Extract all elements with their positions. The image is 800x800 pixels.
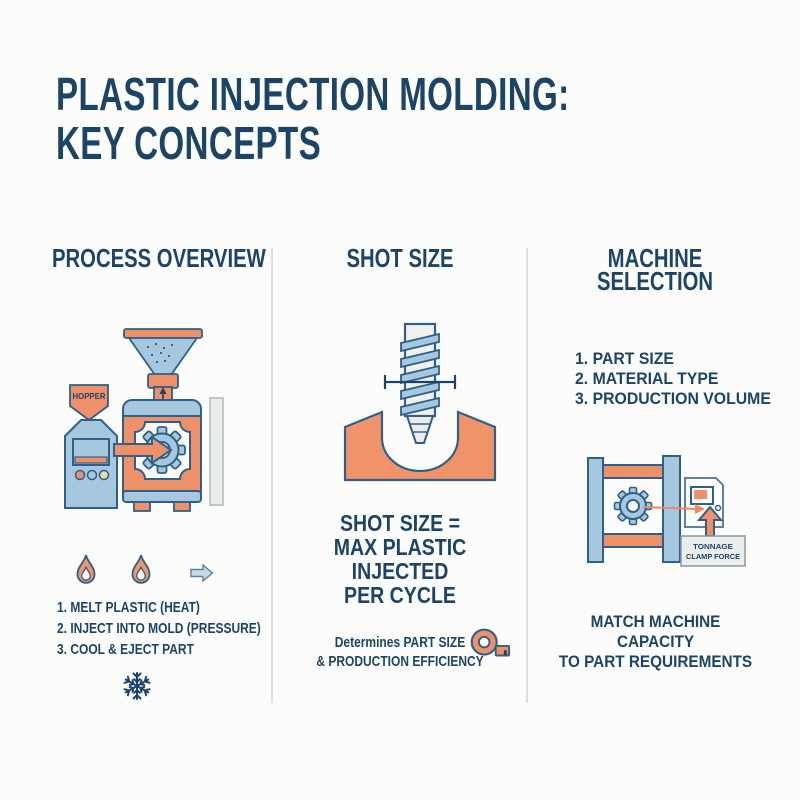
process-steps-list: 1. MELT PLASTIC (HEAT) 2. INJECT INTO MO…	[57, 597, 261, 660]
tape-measure-icon	[470, 628, 511, 657]
button-blue	[86, 469, 98, 481]
footer-line: TO PART REQUIREMENTS	[558, 652, 753, 671]
process-step: 1. MELT PLASTIC (HEAT)	[57, 599, 200, 616]
title-line2: KEY CONCEPTS	[56, 117, 322, 169]
mold-cavity	[343, 410, 497, 482]
snowflake-icon	[122, 672, 152, 700]
tonnage-label-line2: CLAMP FORCE	[686, 552, 740, 561]
flame-icon	[76, 554, 96, 584]
machine-selection-header: MACHINE SELECTION	[573, 243, 737, 296]
machine-foot	[173, 501, 191, 512]
panel-button	[714, 504, 722, 512]
pointer-arrow-icon	[642, 504, 705, 514]
process-overview-header: PROCESS OVERVIEW	[52, 243, 266, 273]
tonnage-label-box: TONNAGE CLAMP FORCE	[680, 535, 746, 567]
title-line1: PLASTIC INJECTION MOLDING:	[56, 68, 570, 120]
shot-size-note: Determines PART SIZE & PRODUCTION EFFICI…	[308, 633, 492, 671]
page-title: PLASTIC INJECTION MOLDING: KEY CONCEPTS	[56, 70, 570, 168]
injection-arrow-icon	[113, 435, 173, 465]
flame-icon	[131, 554, 151, 584]
clamp-frame-diagram: TONNAGE CLAMP FORCE	[587, 455, 746, 567]
injection-machine-diagram: HOPPER	[64, 328, 224, 512]
gear-icon	[613, 486, 653, 526]
injection-screw	[383, 322, 457, 444]
process-step: 3. COOL & EJECT PART	[57, 641, 194, 658]
shot-size-header: SHOT SIZE	[346, 243, 454, 273]
definition-line: INJECTED	[351, 558, 449, 584]
machine-foot	[133, 501, 151, 512]
definition-line: PER CYCLE	[344, 582, 456, 608]
screw-tip	[405, 415, 435, 444]
machine-selection-header-line2: SELECTION	[596, 266, 714, 296]
hopper-unit: HOPPER	[64, 384, 118, 509]
hopper-label-plate	[69, 384, 109, 422]
funnel-icon	[123, 328, 203, 404]
machine-selection-header-line1: MACHINE	[607, 243, 703, 273]
screw-threads	[400, 332, 440, 417]
column-divider	[271, 248, 273, 703]
button-beige	[98, 469, 110, 481]
note-line: Determines PART SIZE	[334, 634, 466, 651]
criteria-item: 3. PRODUCTION VOLUME	[575, 389, 771, 408]
selection-criteria-list: 1. PART SIZE 2. MATERIAL TYPE 3. PRODUCT…	[575, 349, 771, 409]
pellet-dots	[147, 343, 173, 363]
arrow-up-icon	[696, 505, 724, 537]
barrel-unit	[113, 399, 202, 512]
note-line: & PRODUCTION EFFICIENCY	[316, 653, 484, 670]
process-step: 2. INJECT INTO MOLD (PRESSURE)	[57, 620, 261, 637]
criteria-item: 1. PART SIZE	[575, 349, 674, 368]
tonnage-label-line1: TONNAGE	[693, 542, 733, 551]
machine-selection-footer: MATCH MACHINE CAPACITY TO PART REQUIREME…	[559, 612, 753, 672]
button-orange	[74, 469, 86, 481]
arrow-right-icon	[190, 563, 214, 583]
shot-size-definition: SHOT SIZE = MAX PLASTIC INJECTED PER CYC…	[302, 511, 498, 607]
screw-and-mold-diagram	[343, 322, 497, 482]
hopper-label: HOPPER	[73, 391, 106, 401]
definition-line: MAX PLASTIC	[333, 534, 467, 560]
definition-line: SHOT SIZE =	[339, 510, 461, 536]
footer-line: MATCH MACHINE CAPACITY	[590, 612, 721, 651]
measure-crosshair	[383, 375, 457, 389]
criteria-item: 2. MATERIAL TYPE	[575, 369, 719, 388]
platen-panel	[209, 397, 224, 506]
column-divider	[526, 248, 528, 703]
